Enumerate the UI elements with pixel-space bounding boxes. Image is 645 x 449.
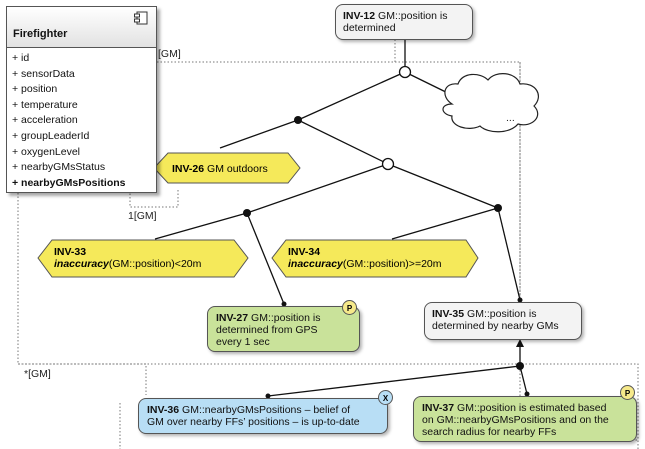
goal-inv33: INV-33 inaccuracy(GM::position)<20m bbox=[54, 246, 201, 270]
goal-text: search radius for nearby FFs bbox=[422, 426, 557, 438]
goal-id: INV-34 bbox=[288, 246, 321, 258]
hexagon-inv34 bbox=[271, 239, 479, 278]
class-header: Firefighter bbox=[7, 7, 156, 48]
goal-id: INV-37 bbox=[422, 402, 455, 414]
association-line-right bbox=[519, 62, 638, 441]
requirement-inv37: INV-37 GM::position is estimated based o… bbox=[413, 396, 637, 442]
multiplicity-gm-top: [GM] bbox=[158, 48, 181, 60]
attribute-item: + id bbox=[12, 52, 30, 64]
goal-id: INV-12 bbox=[343, 10, 376, 22]
goal-inv26: INV-26 GM outdoors bbox=[172, 163, 268, 175]
goal-text: GM::position is bbox=[248, 312, 321, 324]
goal-emphasis: inaccuracy bbox=[288, 258, 343, 270]
goal-id: INV-36 bbox=[147, 404, 180, 416]
and-node-left bbox=[294, 116, 302, 124]
attribute-item: + sensorData bbox=[12, 67, 75, 80]
and-node-bottom bbox=[516, 362, 524, 370]
goal-text: GM::position is bbox=[464, 308, 537, 320]
attribute-item: + oxygenLevel bbox=[12, 145, 81, 158]
association-line-inv12 bbox=[157, 40, 396, 63]
badge-p-icon: P bbox=[342, 300, 357, 315]
and-node-a bbox=[243, 209, 251, 217]
attribute-item: + groupLeaderId bbox=[12, 129, 90, 142]
or-node-mid bbox=[381, 157, 395, 171]
goal-id: INV-35 bbox=[432, 308, 465, 320]
goal-id: INV-26 bbox=[172, 163, 205, 175]
requirement-inv27: INV-27 GM::position is determined from G… bbox=[207, 306, 360, 352]
association-line-inv33 bbox=[129, 190, 179, 208]
goal-text: determined from GPS bbox=[216, 324, 318, 336]
goal-emphasis: inaccuracy bbox=[54, 258, 109, 270]
or-node-top bbox=[398, 65, 412, 79]
cloud-shape bbox=[442, 73, 539, 133]
badge-x-icon: X bbox=[378, 390, 393, 405]
goal-text: (GM::position)<20m bbox=[108, 258, 202, 270]
attribute-item: + acceleration bbox=[12, 114, 78, 127]
arrow-head-inv35 bbox=[516, 339, 524, 347]
attribute-item: + nearbyGMsPositions bbox=[12, 176, 126, 189]
badge-p-icon: P bbox=[620, 385, 635, 400]
end-dot-inv36 bbox=[265, 393, 271, 399]
attribute-item: + position bbox=[12, 83, 58, 96]
attribute-list: + id + sensorData + position + temperatu… bbox=[7, 48, 156, 191]
expectation-inv36: INV-36 GM::nearbyGMsPositions – belief o… bbox=[138, 398, 388, 434]
goal-inv34: INV-34 inaccuracy(GM::position)>=20m bbox=[288, 246, 442, 270]
goal-inv12: INV-12 GM::position is determined bbox=[335, 4, 473, 40]
goal-text: GM outdoors bbox=[204, 163, 268, 175]
class-title: Firefighter bbox=[13, 28, 68, 40]
goal-text: determined bbox=[343, 22, 396, 34]
component-icon bbox=[134, 11, 148, 25]
end-dot-inv27 bbox=[281, 301, 287, 307]
goal-inv35: INV-35 GM::position is determined by nea… bbox=[424, 302, 582, 340]
multiplicity-gm-one: 1[GM] bbox=[128, 210, 157, 222]
association-line-inv36 bbox=[17, 193, 147, 395]
goal-text: on GM::nearbyGMsPositions and on the bbox=[422, 414, 609, 426]
end-dot-inv37 bbox=[524, 391, 530, 397]
association-line-inv37 bbox=[18, 363, 639, 449]
multiplicity-gm-many: *[GM] bbox=[24, 368, 51, 380]
goal-text: GM::position is estimated based bbox=[454, 402, 607, 414]
and-node-b bbox=[494, 204, 502, 212]
goal-id: INV-33 bbox=[54, 246, 87, 258]
attribute-item: + temperature bbox=[12, 98, 78, 111]
attribute-item: + nearbyGMsStatus bbox=[12, 161, 106, 174]
firefighter-class: Firefighter + id + sensorData + position… bbox=[6, 6, 157, 193]
goal-text: every 1 sec bbox=[216, 336, 270, 348]
goal-text: GM over nearby FFs’ positions – is up-to… bbox=[147, 416, 360, 428]
goal-text: (GM::position)>=20m bbox=[342, 258, 442, 270]
goal-text: GM::nearbyGMsPositions – belief of bbox=[179, 404, 351, 416]
goal-text: determined by nearby GMs bbox=[432, 320, 559, 332]
cloud-ellipsis: ... bbox=[506, 112, 515, 124]
end-dot-inv35 bbox=[517, 297, 523, 303]
goal-id: INV-27 bbox=[216, 312, 249, 324]
hexagon-inv33 bbox=[37, 239, 249, 278]
goal-text: GM::position is bbox=[375, 10, 448, 22]
